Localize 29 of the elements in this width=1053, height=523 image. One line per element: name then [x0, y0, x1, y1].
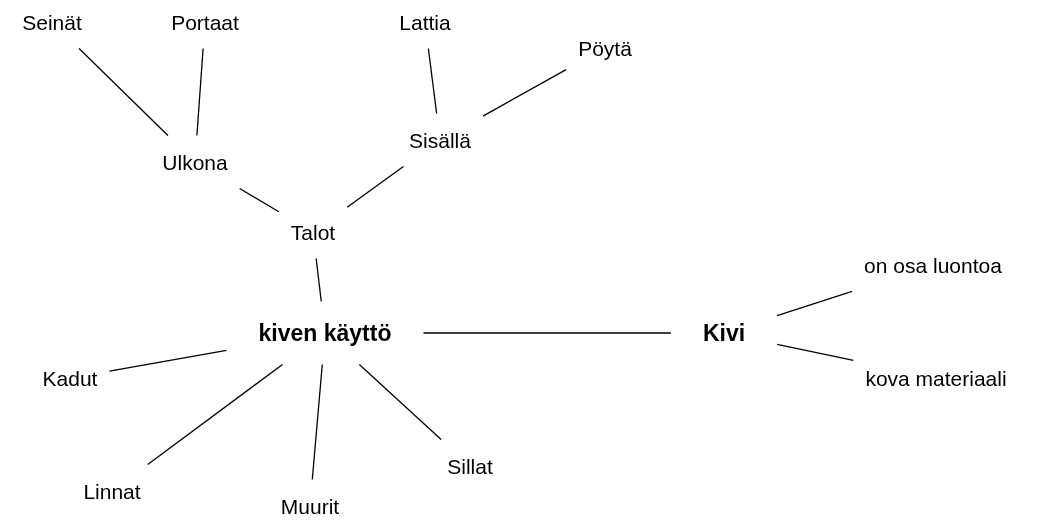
node-label: on osa luontoa — [852, 238, 1014, 292]
connector-line — [358, 363, 442, 441]
node-label: Sisällä — [397, 113, 483, 167]
connector-line — [315, 257, 322, 303]
connector-line — [776, 290, 853, 317]
node-label: Kivi — [670, 301, 778, 365]
connector-line — [422, 332, 672, 334]
node-label: kova materiaali — [853, 351, 1019, 405]
node-label: Linnat — [71, 464, 153, 518]
connector-line — [196, 47, 204, 137]
node-label: Sillat — [435, 439, 505, 493]
connector-line — [147, 363, 284, 466]
connector-line — [311, 363, 323, 481]
node-label: Muurit — [268, 479, 352, 523]
connector-line — [78, 47, 169, 137]
connector-line — [108, 349, 228, 372]
connector-line — [346, 165, 405, 208]
connector-line — [427, 47, 438, 115]
connector-line — [776, 343, 855, 362]
node-label: Portaat — [159, 0, 251, 49]
node-label: Seinät — [10, 0, 94, 49]
node-label: Kadut — [30, 351, 110, 405]
connector-line — [239, 187, 280, 213]
node-label: Lattia — [387, 0, 463, 49]
node-label: Ulkona — [150, 135, 240, 189]
connector-line — [482, 69, 567, 117]
node-label: Talot — [278, 205, 348, 259]
node-label: kiven käyttö — [226, 301, 424, 365]
node-label: Pöytä — [566, 21, 644, 75]
